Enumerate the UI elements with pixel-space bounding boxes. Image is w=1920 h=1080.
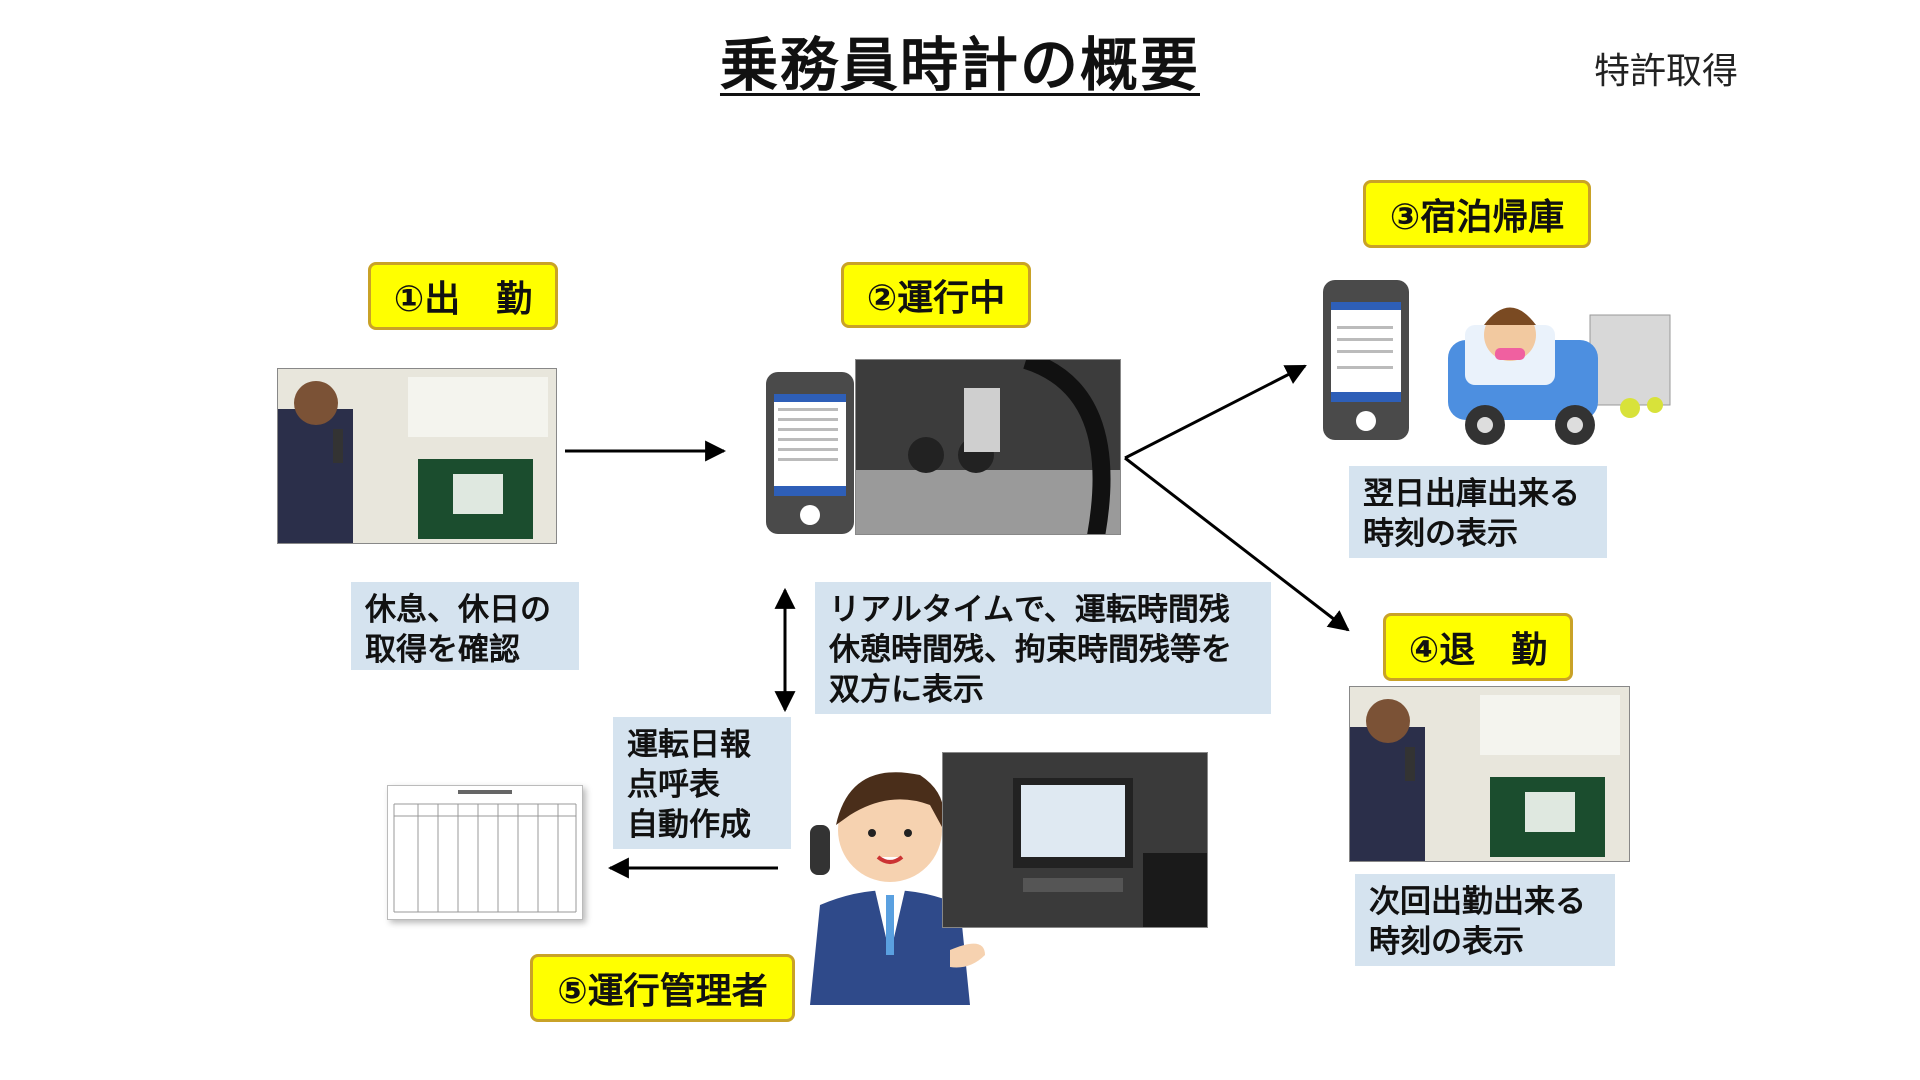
arrow-operation-to-clockout (1124, 456, 1350, 632)
note-clock-in: 休息、休日の 取得を確認 (351, 582, 579, 670)
note-clock-out: 次回出勤出来る 時刻の表示 (1355, 874, 1615, 966)
page-title: 乗務員時計の概要 (719, 31, 1200, 99)
note-manager: 運転日報 点呼表 自動作成 (613, 717, 791, 849)
driver-breathalyzer-photo (1349, 686, 1630, 862)
patent-label: 特許取得 (1594, 51, 1739, 92)
smartphone-icon (766, 372, 854, 534)
note-in-operation: リアルタイムで、運転時間残 休憩時間残、拘束時間残等を 双方に表示 (815, 582, 1271, 714)
note-overnight-return: 翌日出庫出来る 時刻の表示 (1349, 466, 1607, 558)
step-in-operation: ②運行中 (841, 262, 1031, 328)
manager-on-phone-illustration (810, 772, 985, 1005)
step-clock-out: ④退 勤 (1383, 613, 1573, 681)
dashboard-phone-photo (855, 359, 1121, 535)
driver-breathalyzer-photo (277, 368, 557, 544)
truck-driver-illustration (1448, 307, 1671, 445)
smartphone-icon (1323, 280, 1409, 440)
step-overnight-return: ③宿泊帰庫 (1363, 180, 1591, 248)
office-computer-photo (942, 752, 1208, 928)
daily-report-document (387, 785, 583, 920)
step-manager: ⑤運行管理者 (530, 954, 795, 1022)
arrow-operation-to-overnight (1124, 364, 1307, 460)
step-clock-in: ①出 勤 (368, 262, 558, 330)
